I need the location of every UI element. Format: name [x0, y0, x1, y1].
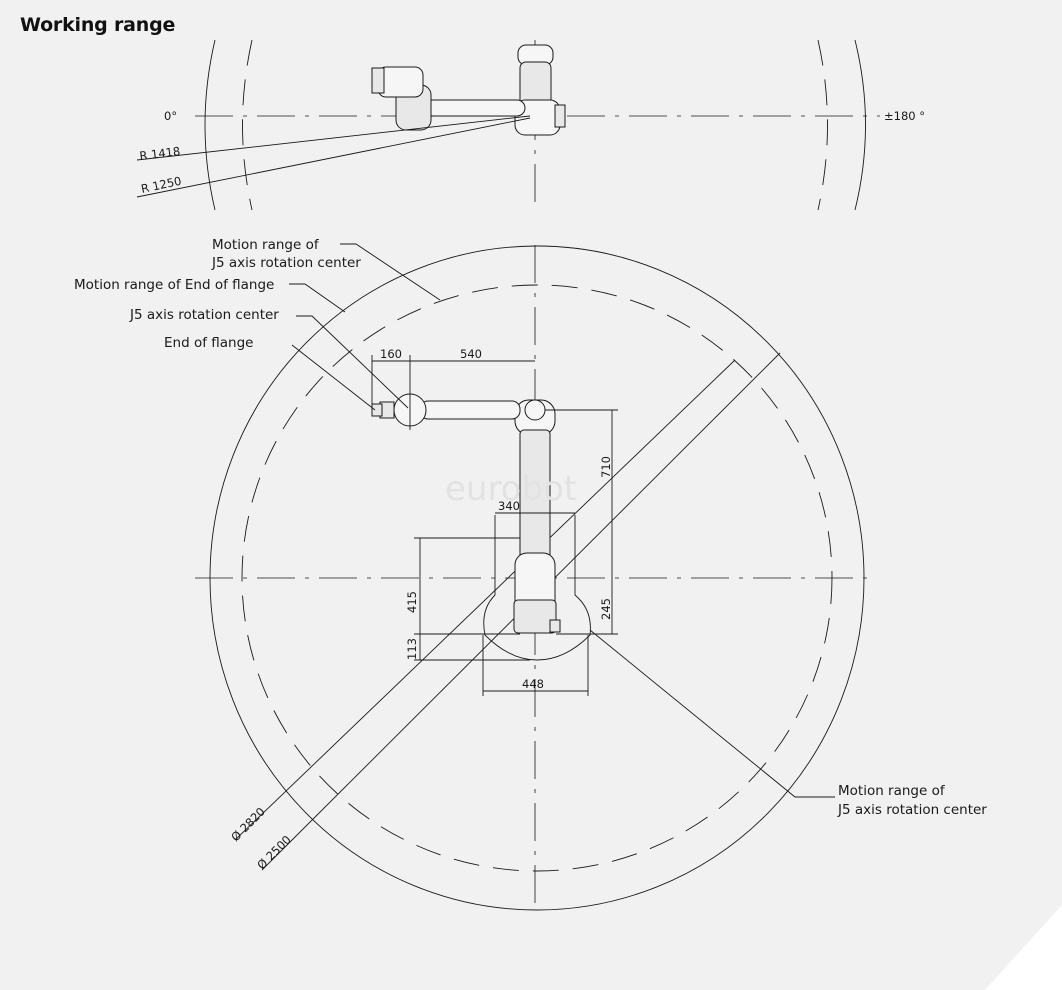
inner-motion-circle	[241, 284, 833, 872]
r1418-label: R 1418	[139, 144, 181, 163]
dim-160: 160	[380, 347, 402, 361]
robot-top-view	[371, 44, 566, 136]
dim-340: 340	[498, 499, 520, 513]
watermark: eurobot	[445, 469, 577, 509]
dia-2820-label: Ø 2820	[228, 805, 268, 845]
dim-113: 113	[405, 638, 419, 660]
label-motion-j5-line1: Motion range of	[212, 237, 320, 253]
label-j5-center: J5 axis rotation center	[129, 307, 279, 323]
dim-540: 540	[460, 347, 482, 361]
label-end-flange: End of flange	[164, 335, 253, 351]
side-view: 160 540 710 340 245 415 113 448 Ø 2820 Ø…	[74, 237, 987, 912]
leader-motion-j5	[340, 243, 441, 301]
top-arc-inner-right	[817, 39, 828, 211]
leader-motion-j5-right	[589, 629, 835, 798]
page-title: Working range	[20, 14, 176, 36]
leader-motion-flange	[289, 283, 346, 313]
robot-side-view	[371, 393, 561, 634]
dia-2500-label: Ø 2500	[254, 833, 294, 873]
angle-180-label: ±180 °	[884, 109, 925, 123]
r1418-leader	[136, 115, 531, 161]
label-motion-j5-line2: J5 axis rotation center	[211, 255, 361, 271]
dim-710: 710	[599, 456, 613, 478]
dim-245: 245	[599, 598, 613, 620]
label-motion-j5-right-line1: Motion range of	[838, 783, 946, 799]
corner-decoration	[985, 905, 1062, 990]
r1250-leader	[136, 117, 531, 198]
label-motion-flange: Motion range of End of flange	[74, 277, 274, 293]
angle-0-label: 0°	[164, 109, 177, 123]
top-arc-outer-left	[204, 39, 216, 211]
outer-motion-circle	[209, 245, 865, 911]
base-outline	[483, 515, 591, 661]
top-view: 0° ±180 ° R 1418 R 1250	[136, 39, 925, 211]
label-motion-j5-right-line2: J5 axis rotation center	[837, 802, 987, 818]
dia2500-line	[234, 359, 736, 841]
top-arc-inner-left	[242, 39, 253, 211]
top-arc-outer-right	[854, 39, 866, 211]
leader-j5-center	[296, 315, 409, 409]
r1250-label: R 1250	[140, 174, 183, 196]
dim-415: 415	[405, 591, 419, 613]
leader-end-flange	[291, 344, 376, 411]
dim-448: 448	[522, 677, 544, 691]
